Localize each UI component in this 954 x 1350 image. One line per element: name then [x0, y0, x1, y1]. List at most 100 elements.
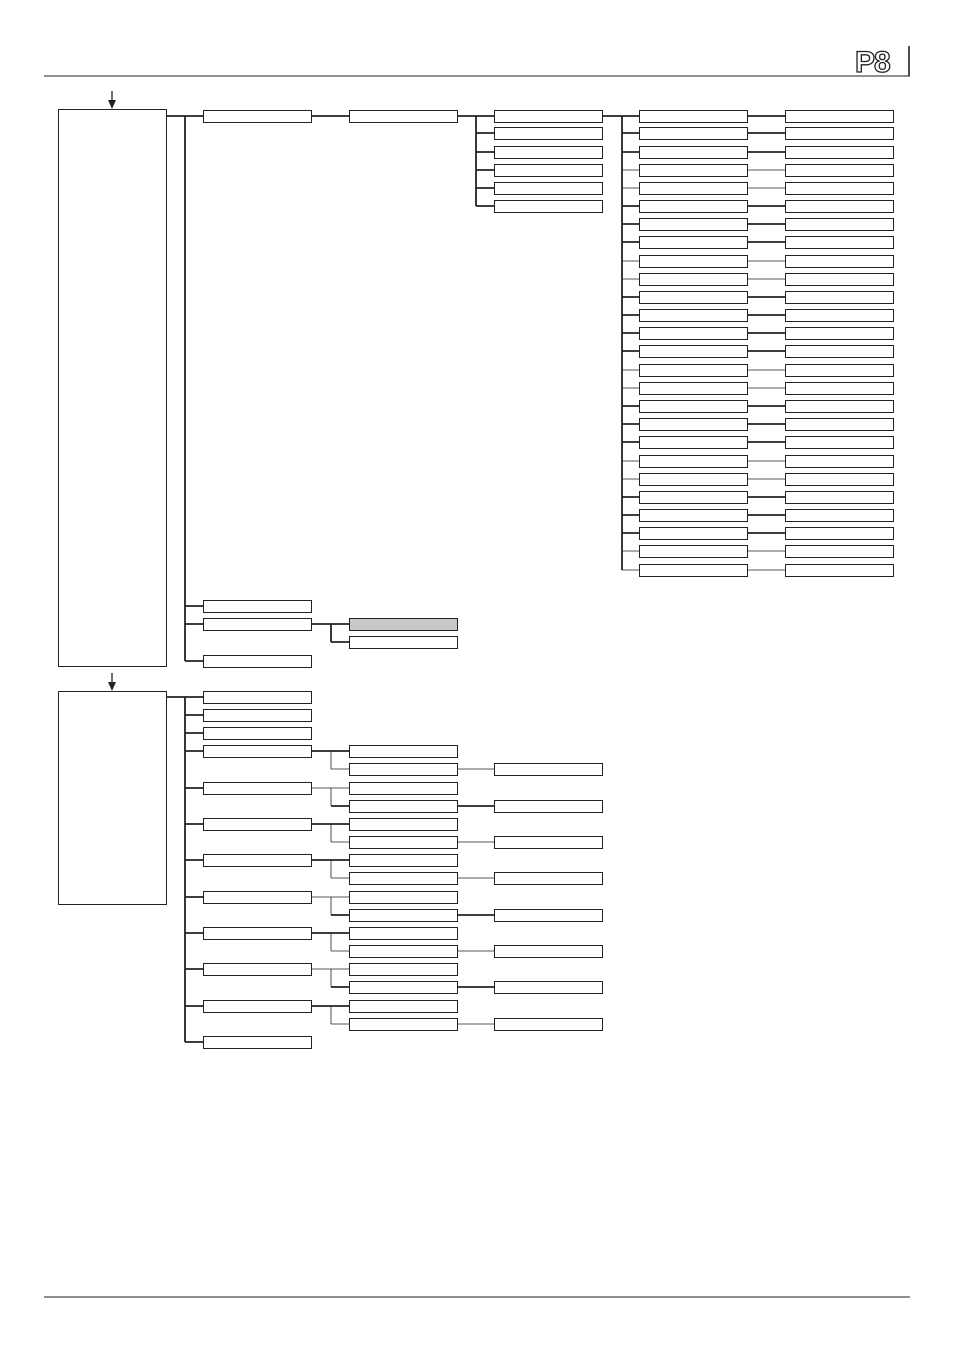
s1-level-4-box[interactable]: [639, 382, 748, 395]
menu-box[interactable]: [639, 509, 748, 522]
menu-box[interactable]: [203, 618, 312, 631]
s1-level-4-box[interactable]: [639, 436, 748, 449]
s1-level-4-box[interactable]: [639, 182, 748, 195]
menu-box[interactable]: [639, 545, 748, 558]
menu-box[interactable]: [203, 1036, 312, 1049]
menu-box[interactable]: [785, 146, 894, 159]
menu-box[interactable]: [639, 110, 748, 123]
s2-level-3-box[interactable]: [494, 909, 603, 922]
menu-box[interactable]: [349, 836, 458, 849]
s1-level-3-box[interactable]: [494, 110, 603, 123]
menu-box[interactable]: [349, 1000, 458, 1013]
s1-level-3-box[interactable]: [494, 146, 603, 159]
menu-box[interactable]: [639, 273, 748, 286]
s1-level-3-box[interactable]: [494, 127, 603, 140]
s1-level-4-box[interactable]: [639, 291, 748, 304]
s2-level-2-box[interactable]: [349, 763, 458, 776]
menu-box[interactable]: [785, 436, 894, 449]
s1-level-2-box[interactable]: [349, 110, 458, 123]
s1-level-5-box[interactable]: [785, 200, 894, 213]
menu-box[interactable]: [203, 963, 312, 976]
menu-box[interactable]: [785, 291, 894, 304]
s1-level-4-box[interactable]: [639, 400, 748, 413]
menu-box[interactable]: [639, 309, 748, 322]
s1-level-1-box[interactable]: [203, 655, 312, 668]
menu-box[interactable]: [785, 218, 894, 231]
menu-box[interactable]: [203, 727, 312, 740]
s2-level-2-box[interactable]: [349, 745, 458, 758]
menu-box[interactable]: [349, 981, 458, 994]
s1-level-5-box[interactable]: [785, 182, 894, 195]
s1-level-4-box[interactable]: [639, 110, 748, 123]
s1-level-4-box[interactable]: [639, 273, 748, 286]
menu-box[interactable]: [785, 127, 894, 140]
s1-level-5-box[interactable]: [785, 255, 894, 268]
s1-level-5-box[interactable]: [785, 327, 894, 340]
s1-level-1-box[interactable]: [203, 110, 312, 123]
s1-level-4-box[interactable]: [639, 218, 748, 231]
menu-box[interactable]: [639, 400, 748, 413]
s1-level-5-box[interactable]: [785, 127, 894, 140]
menu-box[interactable]: [203, 691, 312, 704]
menu-box[interactable]: [203, 854, 312, 867]
menu-box[interactable]: [785, 364, 894, 377]
menu-box[interactable]: [349, 110, 458, 123]
s1-level-5-box[interactable]: [785, 382, 894, 395]
menu-box[interactable]: [349, 800, 458, 813]
s1-level-4-box[interactable]: [639, 236, 748, 249]
menu-box[interactable]: [639, 473, 748, 486]
menu-box[interactable]: [203, 110, 312, 123]
s1-level-5-box[interactable]: [785, 164, 894, 177]
s1-level-5-box[interactable]: [785, 236, 894, 249]
s1-level-5-box[interactable]: [785, 110, 894, 123]
s2-level-1-box[interactable]: [203, 818, 312, 831]
s1-level-5-box[interactable]: [785, 309, 894, 322]
s1-level-5-box[interactable]: [785, 418, 894, 431]
menu-box[interactable]: [349, 782, 458, 795]
s1-level-4-box[interactable]: [639, 364, 748, 377]
s2-level-1-box[interactable]: [203, 691, 312, 704]
s2-level-1-box[interactable]: [203, 891, 312, 904]
s1-level-2-box[interactable]: [349, 636, 458, 649]
menu-box[interactable]: [639, 127, 748, 140]
s2-level-2-box[interactable]: [349, 854, 458, 867]
s2-level-2-box[interactable]: [349, 1018, 458, 1031]
menu-box[interactable]: [639, 218, 748, 231]
menu-box[interactable]: [349, 1018, 458, 1031]
s1-level-4-box[interactable]: [639, 164, 748, 177]
menu-box[interactable]: [785, 400, 894, 413]
s2-level-3-box[interactable]: [494, 981, 603, 994]
menu-box[interactable]: [785, 564, 894, 577]
menu-box[interactable]: [203, 1000, 312, 1013]
s2-level-2-box[interactable]: [349, 981, 458, 994]
menu-box[interactable]: [639, 291, 748, 304]
menu-box[interactable]: [203, 927, 312, 940]
menu-box[interactable]: [349, 818, 458, 831]
s1-level-5-box[interactable]: [785, 400, 894, 413]
menu-box[interactable]: [349, 963, 458, 976]
s2-level-1-box[interactable]: [203, 854, 312, 867]
menu-box[interactable]: [785, 164, 894, 177]
menu-box[interactable]: [349, 618, 458, 631]
s2-level-1-box[interactable]: [203, 745, 312, 758]
s1-level-4-box[interactable]: [639, 509, 748, 522]
menu-box[interactable]: [494, 872, 603, 885]
s1-level-4-box[interactable]: [639, 146, 748, 159]
s1-level-4-box[interactable]: [639, 345, 748, 358]
s1-level-5-box[interactable]: [785, 436, 894, 449]
menu-box[interactable]: [349, 636, 458, 649]
menu-box[interactable]: [639, 345, 748, 358]
menu-box[interactable]: [494, 200, 603, 213]
menu-box[interactable]: [785, 255, 894, 268]
s1-level-4-box[interactable]: [639, 564, 748, 577]
menu-box[interactable]: [203, 782, 312, 795]
s2-level-3-box[interactable]: [494, 1018, 603, 1031]
s1-level-4-box[interactable]: [639, 327, 748, 340]
menu-box[interactable]: [639, 236, 748, 249]
s2-level-3-box[interactable]: [494, 763, 603, 776]
menu-box[interactable]: [349, 872, 458, 885]
menu-box[interactable]: [494, 763, 603, 776]
s2-level-2-box[interactable]: [349, 782, 458, 795]
menu-box[interactable]: [785, 200, 894, 213]
menu-box[interactable]: [349, 891, 458, 904]
